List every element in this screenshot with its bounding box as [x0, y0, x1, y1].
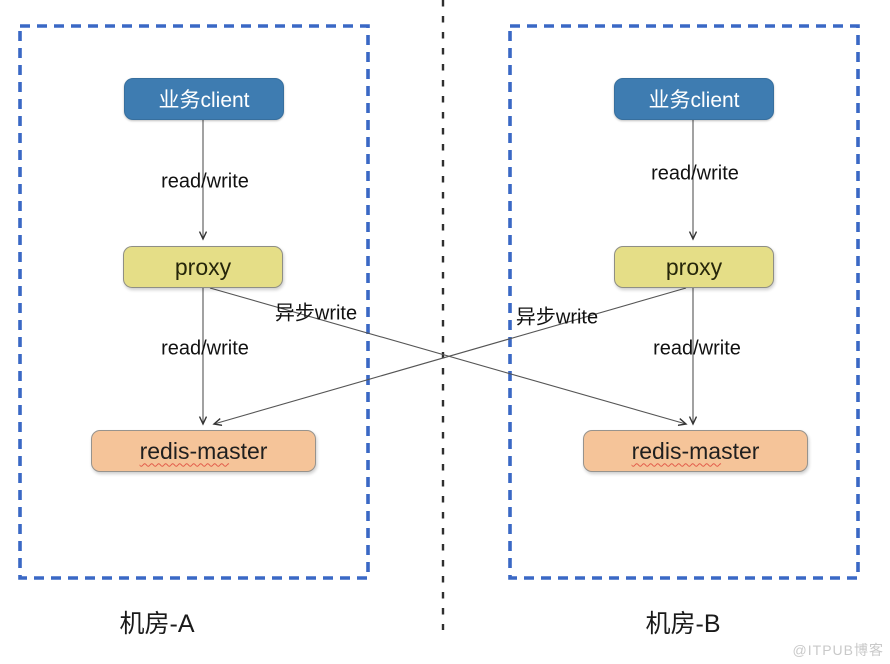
node-redis-master-a-label-wavy: redis-ma	[139, 437, 230, 464]
edge-label-a-client-proxy: read/write	[161, 170, 249, 193]
node-proxy-a: proxy	[123, 246, 283, 288]
edge-label-async-write-b: 异步write	[515, 306, 599, 329]
node-client-a: 业务client	[124, 78, 284, 120]
datacenter-b-border	[508, 24, 860, 580]
node-redis-master-b-label-rest: ster	[721, 437, 760, 464]
datacenter-a-caption: 机房-A	[119, 610, 195, 638]
node-redis-master-b-label-wavy: redis-ma	[631, 437, 722, 464]
node-redis-master-a-label-rest: ster	[229, 437, 268, 464]
arrow-async-a-proxy-to-b-redis	[209, 287, 686, 424]
node-proxy-a-label: proxy	[174, 253, 232, 280]
datacenter-a-border	[18, 24, 370, 580]
datacenter-b-caption: 机房-B	[645, 610, 721, 638]
node-client-b-label: 业务client	[648, 89, 740, 112]
node-client-b: 业务client	[614, 78, 774, 120]
edge-label-b-proxy-redis: read/write	[653, 337, 741, 360]
node-proxy-b-label: proxy	[665, 253, 723, 280]
edge-label-a-proxy-redis: read/write	[161, 337, 249, 360]
arrow-async-b-proxy-to-a-redis	[214, 287, 687, 424]
edge-label-b-client-proxy: read/write	[651, 162, 739, 185]
watermark-text: @ITPUB博客	[792, 642, 884, 658]
node-client-a-label: 业务client	[158, 89, 250, 112]
node-proxy-b: proxy	[614, 246, 774, 288]
edge-label-async-write-a: 异步write	[274, 302, 358, 325]
